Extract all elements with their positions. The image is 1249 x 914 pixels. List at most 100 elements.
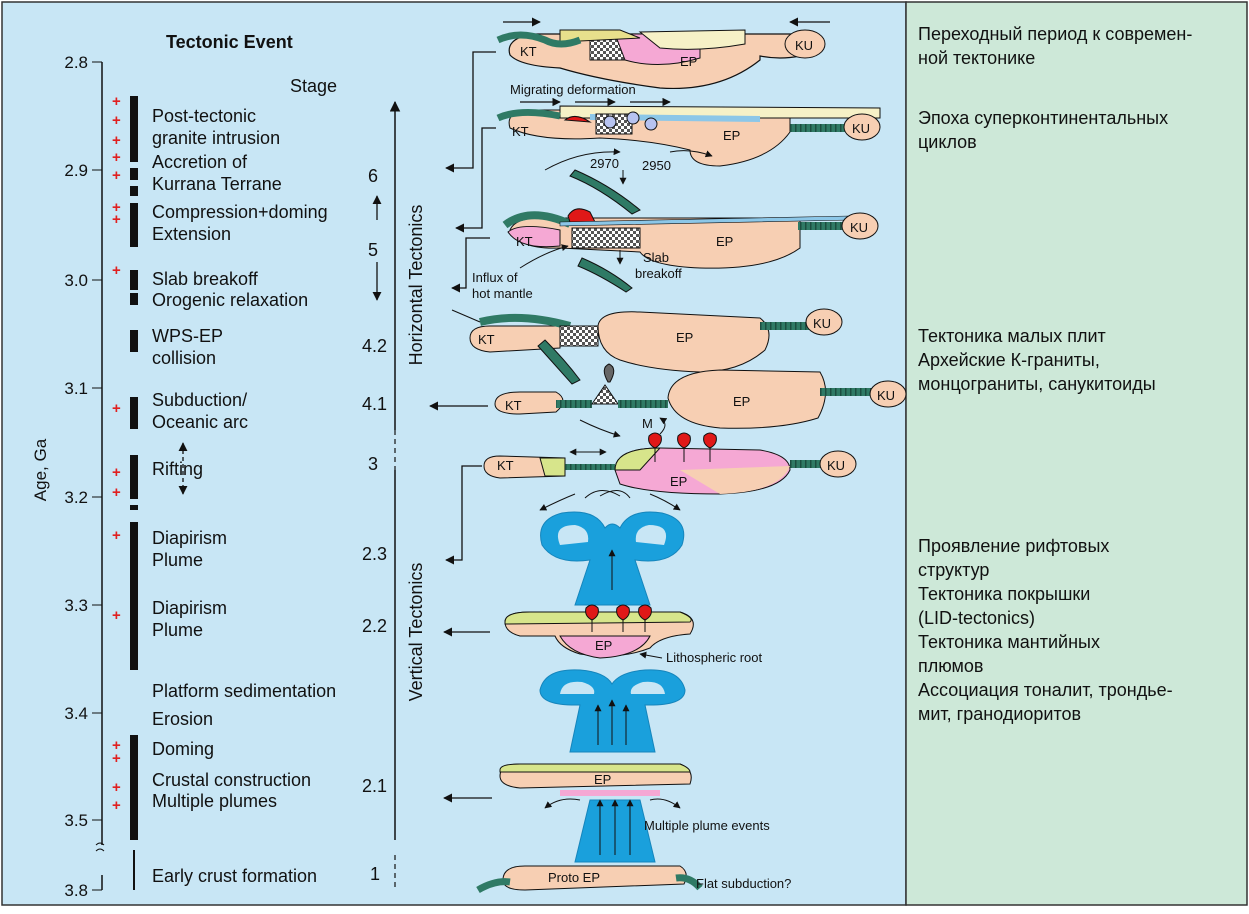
label-ku: KU	[877, 388, 895, 403]
event-label: Kurrana Terrane	[152, 174, 282, 194]
note-line: плюмов	[918, 656, 984, 676]
event-label: Diapirism	[152, 598, 227, 618]
note-line: Архейские К-граниты,	[918, 350, 1100, 370]
note-line: Тектоника покрышки	[918, 584, 1090, 604]
event-label: Erosion	[152, 709, 213, 729]
svg-text:+: +	[112, 211, 121, 228]
label-ku: KU	[850, 220, 868, 235]
event-label: Early crust formation	[152, 866, 317, 886]
note-line: Проявление рифтовых	[918, 536, 1109, 556]
event-label: Doming	[152, 739, 214, 759]
event-label: Diapirism	[152, 528, 227, 548]
event-label: Post-tectonic	[152, 106, 256, 126]
label-ep: EP	[733, 394, 750, 409]
tick-2.8: 2.8	[64, 53, 88, 72]
label-lithospheric-root: Lithospheric root	[666, 650, 762, 665]
stage-header: Stage	[290, 76, 337, 96]
label-ep: EP	[594, 772, 611, 787]
vertical-tectonics-label: Vertical Tectonics	[406, 563, 426, 702]
label-ku: KU	[813, 316, 831, 331]
label-slab-1: Slab	[643, 250, 669, 265]
label-kt: KT	[516, 234, 533, 249]
event-label: Plume	[152, 550, 203, 570]
svg-text:+: +	[112, 797, 121, 814]
event-label: collision	[152, 348, 216, 368]
event-label: Extension	[152, 224, 231, 244]
svg-text:+: +	[112, 167, 121, 184]
age-axis-title: Age, Ga	[31, 438, 50, 501]
tick-3.2: 3.2	[64, 488, 88, 507]
stage-number: 2.2	[362, 616, 387, 636]
event-label: Plume	[152, 620, 203, 640]
tick-3.0: 3.0	[64, 271, 88, 290]
note-line: Тектоника мантийных	[918, 632, 1100, 652]
header-title: Tectonic Event	[166, 32, 293, 52]
label-flat-subduction: Flat subduction?	[696, 876, 791, 891]
event-label: Multiple plumes	[152, 791, 277, 811]
event-label: Oceanic arc	[152, 412, 248, 432]
event-label: WPS-EP	[152, 326, 223, 346]
label-kt: KT	[505, 398, 522, 413]
stage-number: 4.2	[362, 336, 387, 356]
svg-text:+: +	[112, 779, 121, 796]
tick-3.4: 3.4	[64, 704, 88, 723]
event-label: Accretion of	[152, 152, 248, 172]
svg-text:+: +	[112, 607, 121, 624]
label-ku: KU	[852, 121, 870, 136]
label-ku: KU	[795, 38, 813, 53]
note-line: монцограниты, санукитоиды	[918, 374, 1156, 394]
event-label: Crustal construction	[152, 770, 311, 790]
note-line: ной тектонике	[918, 48, 1035, 68]
note-line: (LID-tectonics)	[918, 608, 1035, 628]
event-label: Compression+doming	[152, 202, 328, 222]
label-m: M	[642, 416, 653, 431]
label-ep: EP	[595, 638, 612, 653]
svg-text:+: +	[112, 112, 121, 129]
svg-text:+: +	[112, 484, 121, 501]
stage-number: 6	[368, 166, 378, 186]
label-proto-ep: Proto EP	[548, 870, 600, 885]
label-multiple-plume-events: Multiple plume events	[644, 818, 770, 833]
svg-text:+: +	[112, 464, 121, 481]
tick-3.8: 3.8	[64, 881, 88, 900]
event-label: Slab breakoff	[152, 269, 259, 289]
stage-number: 4.1	[362, 394, 387, 414]
svg-text:+: +	[112, 527, 121, 544]
tick-2.9: 2.9	[64, 161, 88, 180]
svg-text:+: +	[112, 132, 121, 149]
label-migrating: Migrating deformation	[510, 82, 636, 97]
stage-number: 2.1	[362, 776, 387, 796]
event-label: Platform sedimentation	[152, 681, 336, 701]
note-line: циклов	[918, 132, 977, 152]
note-line: мит, гранодиоритов	[918, 704, 1081, 724]
tick-3.5: 3.5	[64, 811, 88, 830]
label-ep: EP	[723, 128, 740, 143]
horizontal-tectonics-label: Horizontal Tectonics	[406, 205, 426, 366]
svg-text:+: +	[112, 93, 121, 110]
note-line: Ассоциация тоналит, трондье-	[918, 680, 1173, 700]
label-ep: EP	[676, 330, 693, 345]
svg-text:+: +	[112, 149, 121, 166]
label-kt: KT	[478, 332, 495, 347]
tick-3.1: 3.1	[64, 379, 88, 398]
label-2950: 2950	[642, 158, 671, 173]
label-2970: 2970	[590, 156, 619, 171]
label-ep: EP	[716, 234, 733, 249]
label-kt: KT	[497, 458, 514, 473]
event-label: granite intrusion	[152, 128, 280, 148]
label-ep: EP	[670, 474, 687, 489]
svg-text:+: +	[112, 262, 121, 279]
stage-number: 1	[370, 864, 380, 884]
event-bars	[130, 96, 138, 890]
note-line: Тектоника малых плит	[918, 326, 1106, 346]
note-line: структур	[918, 560, 989, 580]
stage-number: 2.3	[362, 544, 387, 564]
svg-text:+: +	[112, 400, 121, 417]
tick-3.3: 3.3	[64, 596, 88, 615]
event-label: Rifting	[152, 459, 203, 479]
stage-number: 5	[368, 240, 378, 260]
stage-number: 3	[368, 454, 378, 474]
note-line: Переходный период к современ-	[918, 24, 1192, 44]
